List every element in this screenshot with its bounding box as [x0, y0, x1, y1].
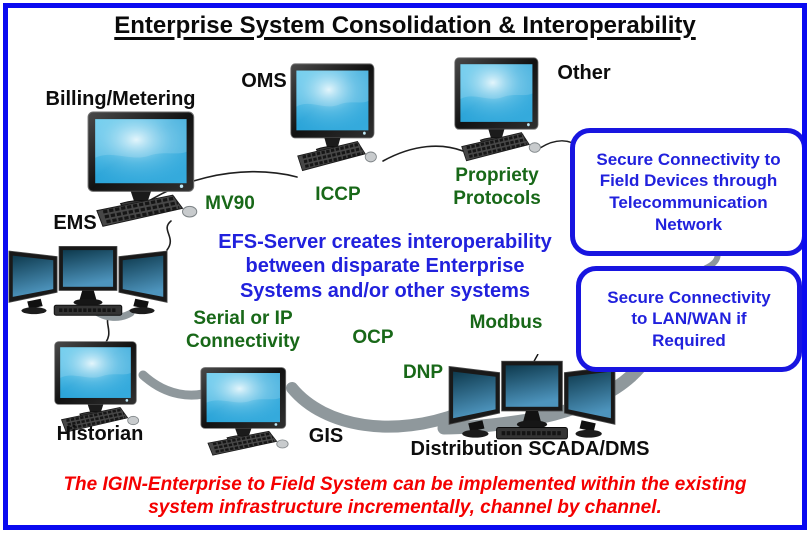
scada-dms-label: Distribution SCADA/DMS: [410, 438, 650, 460]
gis-computer-icon: [196, 366, 302, 458]
footer-note: The IGIN-Enterprise to Field System can …: [63, 474, 747, 519]
protocol-ocp-label: OCP: [352, 327, 394, 348]
protocol-serial-ip-label: Serial or IP Connectivity: [185, 308, 301, 352]
efs-server-note: EFS-Server creates interoperability betw…: [218, 231, 552, 302]
gis-label: GIS: [308, 425, 344, 447]
billing-metering-label: Billing/Metering: [45, 88, 196, 110]
scada-workstation-icon: [446, 354, 618, 442]
ems-label: EMS: [53, 212, 97, 234]
protocol-propriety-label: Propriety Protocols: [453, 165, 541, 209]
lan-wan-callout: Secure Connectivity to LAN/WAN if Requir…: [576, 266, 802, 372]
other-computer-icon: [450, 56, 554, 164]
billing-metering-computer-icon: [82, 110, 214, 230]
protocol-dnp-label: DNP: [402, 362, 444, 383]
field-devices-callout: Secure Connectivity to Field Devices thr…: [570, 128, 807, 256]
page-title: Enterprise System Consolidation & Intero…: [114, 12, 696, 39]
protocol-mv90-label: MV90: [205, 193, 255, 214]
ems-workstation-icon: [6, 240, 170, 318]
protocol-modbus-label: Modbus: [469, 312, 543, 333]
other-label: Other: [557, 62, 611, 84]
historian-label: Historian: [56, 423, 144, 445]
oms-label: OMS: [241, 70, 287, 92]
oms-computer-icon: [286, 62, 390, 174]
protocol-iccp-label: ICCP: [315, 184, 361, 205]
field-devices-callout-text: Secure Connectivity to Field Devices thr…: [596, 149, 781, 234]
historian-computer-icon: [50, 340, 152, 435]
lan-wan-callout-text: Secure Connectivity to LAN/WAN if Requir…: [607, 287, 771, 350]
